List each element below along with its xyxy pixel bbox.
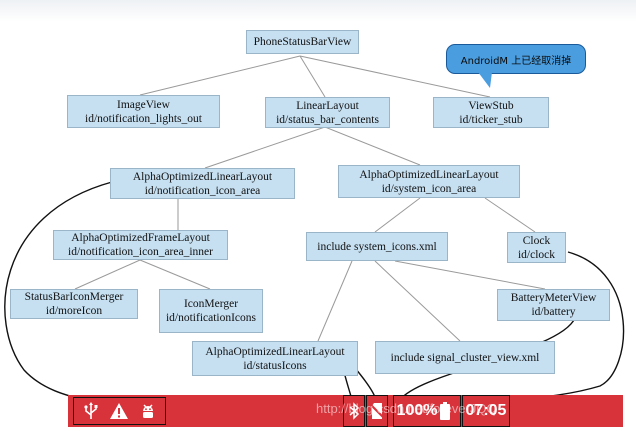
node-status-icons: AlphaOptimizedLinearLayout id/statusIcon… (192, 341, 358, 376)
node-more-icon: StatusBarIconMerger id/moreIcon (10, 289, 138, 319)
battery-icon (438, 401, 452, 421)
android-status-bar: 100% 07:05 (68, 395, 623, 427)
edge-linearlayout-sysarea (324, 126, 421, 166)
node-notification-icons: IconMerger id/notificationIcons (159, 289, 263, 333)
node-id-label: id/notification_icon_area (144, 184, 261, 197)
node-clock: Clock id/clock (507, 232, 566, 263)
edge-root-linearlayout (299, 55, 326, 98)
clock-text: 07:05 (465, 402, 507, 419)
node-id-label: id/notificationIcons (165, 312, 257, 324)
node-class-label: include system_icons.xml (317, 240, 437, 253)
node-id-label: id/moreIcon (45, 305, 103, 317)
node-id-label: id/status_bar_contents (276, 113, 379, 126)
node-image-view: ImageView id/notification_lights_out (67, 95, 220, 128)
node-id-label: id/system_icon_area (381, 182, 477, 195)
node-id-label: id/notification_lights_out (85, 112, 202, 125)
edge-linearlayout-notifarea (204, 126, 326, 169)
battery-highlight (393, 395, 461, 427)
node-class-label: AlphaOptimizedLinearLayout (132, 170, 273, 183)
node-linear-layout: LinearLayout id/status_bar_contents (265, 97, 390, 128)
node-class-label: IconMerger (183, 298, 239, 310)
node-id-label: id/battery (531, 306, 576, 318)
node-id-label: id/ticker_stub (459, 113, 523, 126)
node-class-label: ViewStub (468, 99, 514, 112)
top-background-band (0, 0, 636, 22)
edge-sysarea-clock (484, 197, 536, 233)
node-signal-cluster-view: include signal_cluster_view.xml (375, 341, 555, 374)
node-notification-icon-area-inner: AlphaOptimizedFrameLayout id/notificatio… (53, 230, 228, 260)
callout-text: AndroidM 上已经取消掉 (460, 55, 572, 67)
edge-root-imageview (139, 55, 301, 96)
edge-sysicons-signal (374, 260, 461, 342)
node-class-label: Clock (522, 234, 551, 247)
edge-root-viewstub (299, 55, 491, 98)
android-debug-icon (138, 401, 158, 421)
node-class-label: AlphaOptimizedFrameLayout (71, 232, 210, 244)
node-class-label: ImageView (117, 98, 170, 111)
node-notification-icon-area: AlphaOptimizedLinearLayout id/notificati… (110, 168, 295, 199)
battery-percent-text: 100% (396, 402, 438, 419)
left-icons-highlight (73, 397, 166, 425)
node-class-label: AlphaOptimizedLinearLayout (359, 168, 499, 181)
edge-inner-moreicon (74, 259, 141, 290)
bluetooth-highlight (343, 395, 365, 427)
node-view-stub: ViewStub id/ticker_stub (433, 97, 549, 128)
node-class-label: PhoneStatusBarView (253, 36, 352, 48)
clock-highlight (462, 395, 510, 427)
node-class-label: LinearLayout (296, 99, 359, 112)
node-id-label: id/notification_icon_area_inner (68, 246, 213, 258)
node-class-label: include signal_cluster_view.xml (390, 351, 540, 364)
edge-inner-notificationicons (139, 259, 211, 290)
edge-sysarea-sysicons (374, 197, 421, 233)
node-class-label: AlphaOptimizedLinearLayout (205, 345, 345, 358)
callout-note: AndroidM 上已经取消掉 (446, 44, 586, 74)
node-battery: BatteryMeterView id/battery (497, 289, 610, 321)
node-id-label: id/clock (517, 248, 556, 261)
warning-icon (108, 401, 130, 421)
mapping-notifarea-left-icons (4, 181, 113, 404)
node-class-label: BatteryMeterView (510, 292, 597, 304)
edge-sysicons-battery (394, 260, 546, 290)
node-id-label: id/statusIcons (243, 359, 307, 372)
usb-icon (82, 401, 100, 421)
no-sim-highlight (366, 395, 388, 427)
edge-sysicons-statusicons (317, 260, 353, 342)
node-class-label: StatusBarIconMerger (24, 291, 124, 303)
node-system-icon-area: AlphaOptimizedLinearLayout id/system_ico… (338, 165, 520, 198)
watermark-text: http://blog.csdn.net/foreverJQQ (316, 401, 497, 416)
node-phone-status-bar-view: PhoneStatusBarView (246, 30, 359, 54)
no-sim-icon (368, 401, 386, 421)
mapping-clock-indicator (504, 251, 625, 402)
bluetooth-icon (345, 401, 363, 421)
node-system-icons-xml: include system_icons.xml (306, 232, 448, 261)
